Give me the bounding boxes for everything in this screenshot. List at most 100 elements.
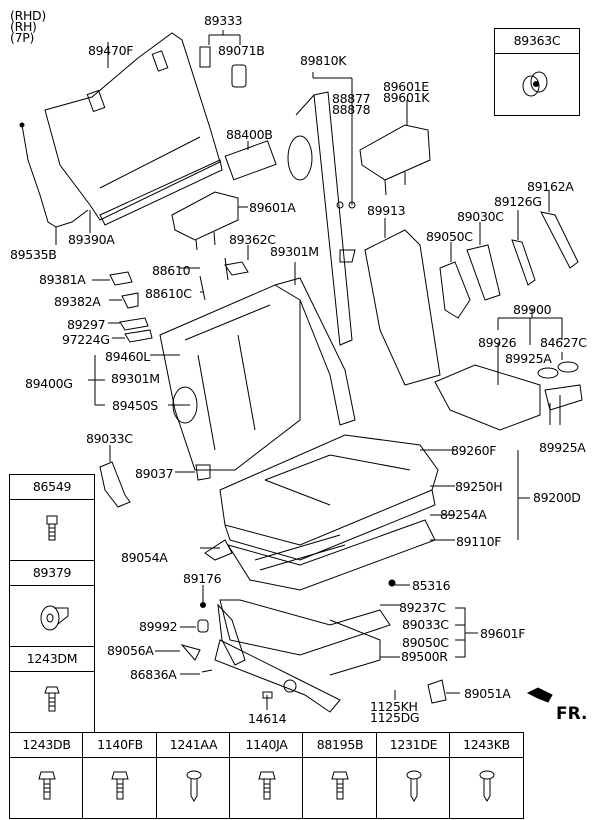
- part-box-89379[interactable]: 89379: [9, 560, 95, 648]
- bracket-89162A[interactable]: [540, 211, 579, 269]
- callout-89450S[interactable]: 89450S: [112, 398, 158, 413]
- callout-89400G[interactable]: 89400G: [25, 376, 73, 391]
- fastener-label: 1243DB: [10, 733, 83, 758]
- callout-97224G[interactable]: 97224G: [62, 332, 110, 347]
- callout-88400B[interactable]: 88400B: [226, 127, 273, 142]
- fastener-cell-1140JA[interactable]: 1140JA: [229, 732, 304, 819]
- grommet-icon: [40, 605, 69, 631]
- callout-89037[interactable]: 89037: [135, 466, 174, 481]
- callout-89601E: 89601E: [383, 79, 429, 94]
- switch-bezel[interactable]: [199, 46, 211, 68]
- fastener-label: 1140JA: [230, 733, 303, 758]
- callout-89250H[interactable]: 89250H: [455, 479, 503, 494]
- headrest-center[interactable]: [171, 191, 239, 241]
- flange-bolt-icon: [257, 771, 276, 800]
- callout-88877: 88877: [332, 91, 371, 106]
- callout-89500R[interactable]: 89500R: [401, 649, 448, 664]
- part-box-label: 89363C: [495, 29, 579, 54]
- callout-89333[interactable]: 89333: [204, 13, 243, 28]
- callout-89925A-bottom[interactable]: 89925A: [539, 440, 586, 455]
- callout-89362C[interactable]: 89362C: [229, 232, 276, 247]
- callout-89162A[interactable]: 89162A: [527, 179, 574, 194]
- fastener-label: 1241AA: [157, 733, 230, 758]
- variant-notes: (RHD) (RH) (7P): [10, 9, 46, 44]
- callout-89992[interactable]: 89992: [139, 619, 178, 634]
- tapping-screw-icon: [479, 770, 494, 802]
- callout-88610C[interactable]: 88610C: [145, 286, 192, 301]
- callout-89460L[interactable]: 89460L: [105, 349, 150, 364]
- seatback-rear-panel[interactable]: [44, 32, 223, 226]
- callout-89601F[interactable]: 89601F: [480, 626, 526, 641]
- fastener-cell-1241AA[interactable]: 1241AA: [156, 732, 231, 819]
- callout-89051A[interactable]: 89051A: [464, 686, 511, 701]
- callout-89071B[interactable]: 89071B: [218, 43, 265, 58]
- seat-track[interactable]: [214, 599, 391, 713]
- callout-89382A[interactable]: 89382A: [54, 294, 101, 309]
- seat-cushion[interactable]: [219, 434, 439, 561]
- bolt-icon: [46, 515, 58, 541]
- callout-89033C-left[interactable]: 89033C: [86, 431, 133, 446]
- seat-belt-assembly[interactable]: [287, 91, 356, 346]
- cup-holder-ring[interactable]: [537, 367, 559, 379]
- callout-1125KH-1125DG[interactable]: 1125KH 1125DG: [370, 700, 420, 725]
- callout-89033C[interactable]: 89033C: [402, 617, 449, 632]
- callout-84627C[interactable]: 84627C: [540, 335, 587, 350]
- callout-89900[interactable]: 89900: [513, 302, 552, 317]
- callout-89260F[interactable]: 89260F: [451, 443, 497, 458]
- callout-89470F[interactable]: 89470F: [88, 43, 134, 58]
- bracket-89126G[interactable]: [511, 239, 536, 286]
- callout-1125DG: 1125DG: [370, 710, 420, 725]
- callout-89390A[interactable]: 89390A: [68, 232, 115, 247]
- callout-89913[interactable]: 89913: [367, 203, 406, 218]
- fastener-cell-1231DE[interactable]: 1231DE: [376, 732, 451, 819]
- bracket-89050C[interactable]: [439, 261, 471, 319]
- callout-88877-88878[interactable]: 88877 88878: [332, 91, 371, 116]
- side-trim-89913[interactable]: [364, 229, 441, 386]
- switch-knob[interactable]: [231, 64, 247, 88]
- callout-89601E-89601K[interactable]: 89601E 89601K: [383, 79, 429, 104]
- callout-89381A[interactable]: 89381A: [39, 272, 86, 287]
- bracket-89051A[interactable]: [427, 679, 447, 704]
- fastener-label: 1231DE: [377, 733, 450, 758]
- callout-85316[interactable]: 85316: [412, 578, 451, 593]
- callout-89925A-top[interactable]: 89925A: [505, 351, 552, 366]
- callout-89301M-top[interactable]: 89301M: [270, 244, 319, 259]
- callout-89535B[interactable]: 89535B: [10, 247, 57, 262]
- part-box-1243DM[interactable]: 1243DM: [9, 646, 95, 734]
- fastener-cell-1140FB[interactable]: 1140FB: [82, 732, 158, 819]
- center-armrest[interactable]: [434, 364, 541, 431]
- seat-cushion-frame[interactable]: [226, 519, 436, 591]
- part-box-89363C[interactable]: 89363C: [494, 28, 580, 116]
- callout-89110F[interactable]: 89110F: [456, 534, 502, 549]
- callout-89176[interactable]: 89176: [183, 571, 222, 586]
- seat-backrest[interactable]: [159, 284, 301, 471]
- fastener-cell-1243KB[interactable]: 1243KB: [449, 732, 524, 819]
- headrest-right[interactable]: [359, 124, 431, 181]
- fastener-cell-88195B[interactable]: 88195B: [302, 732, 378, 819]
- callout-89126G[interactable]: 89126G: [494, 194, 542, 209]
- callout-14614[interactable]: 14614: [248, 711, 287, 726]
- callout-89056A[interactable]: 89056A: [107, 643, 154, 658]
- callout-89926[interactable]: 89926: [478, 335, 517, 350]
- callout-89200D[interactable]: 89200D: [533, 490, 581, 505]
- release-handle[interactable]: [224, 140, 277, 181]
- callout-89054A[interactable]: 89054A: [121, 550, 168, 565]
- callout-89050C-top[interactable]: 89050C: [426, 229, 473, 244]
- part-box-86549[interactable]: 86549: [9, 474, 95, 562]
- bracket-89030C[interactable]: [466, 244, 501, 301]
- callout-89030C[interactable]: 89030C: [457, 209, 504, 224]
- fastener-cell-1243DB[interactable]: 1243DB: [9, 732, 84, 819]
- backrest-frame[interactable]: [274, 277, 356, 426]
- callout-89601A[interactable]: 89601A: [249, 200, 296, 215]
- release-cable[interactable]: [21, 124, 89, 228]
- callout-86836A[interactable]: 86836A: [130, 667, 177, 682]
- callout-89810K[interactable]: 89810K: [300, 53, 347, 68]
- callout-89297[interactable]: 89297: [67, 317, 106, 332]
- callout-89301M[interactable]: 89301M: [111, 371, 160, 386]
- callout-89254A[interactable]: 89254A: [440, 507, 487, 522]
- bushing-89992[interactable]: [197, 619, 209, 633]
- bracket-89033C-left[interactable]: [99, 461, 131, 508]
- callout-89050C[interactable]: 89050C: [402, 635, 449, 650]
- callout-88610[interactable]: 88610: [152, 263, 191, 278]
- callout-89237C[interactable]: 89237C: [399, 600, 446, 615]
